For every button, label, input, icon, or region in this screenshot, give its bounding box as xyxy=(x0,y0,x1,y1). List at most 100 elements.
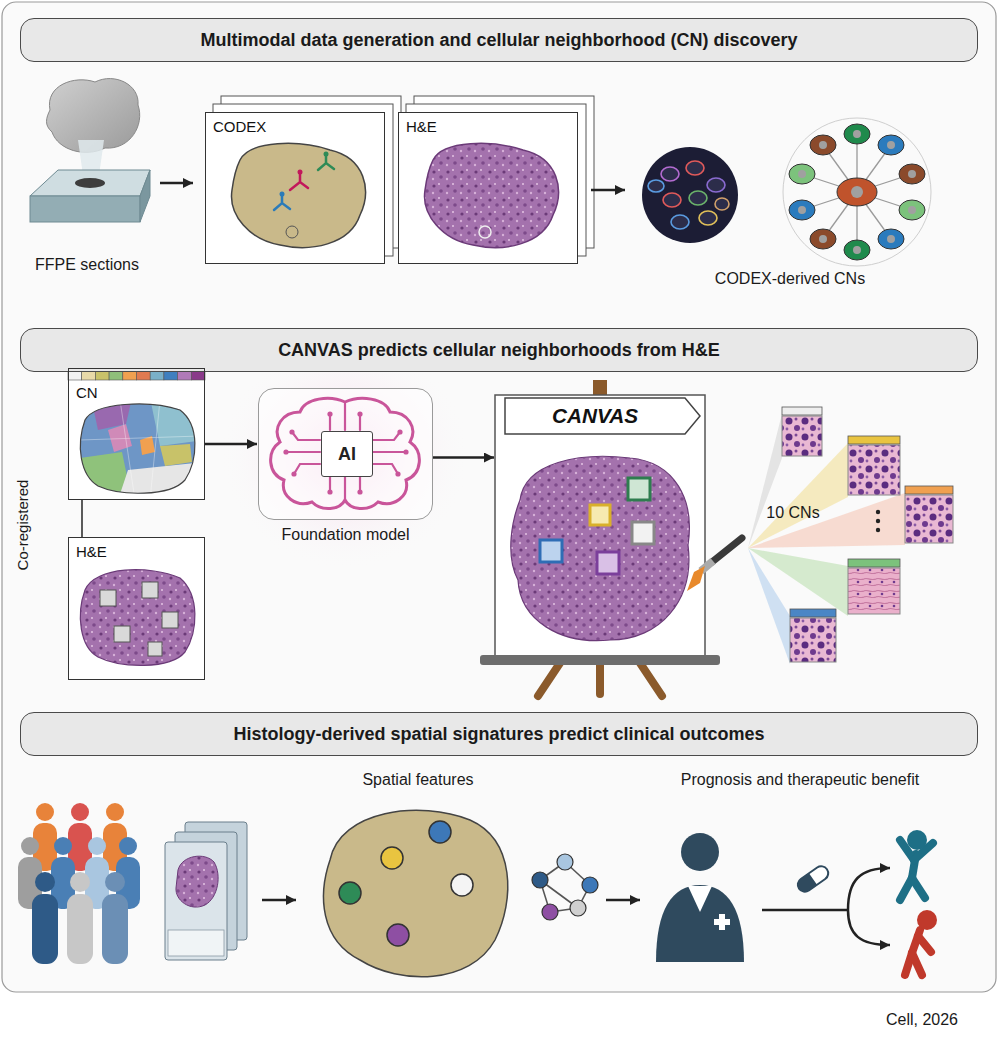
easel-part xyxy=(505,398,700,434)
cell-disc xyxy=(642,147,738,243)
pill-icon xyxy=(795,864,831,895)
neighborhood-wheel-part-part xyxy=(798,170,806,178)
cn-map-part-part-part xyxy=(150,400,160,500)
neighborhood-wheel-part-part xyxy=(789,164,815,184)
cn-card: CN xyxy=(68,368,205,500)
cn-map-part-part xyxy=(80,400,200,500)
cn-patches-part xyxy=(848,568,900,614)
he-stack-part xyxy=(425,143,559,247)
text-label: FFPE sections xyxy=(35,256,139,274)
neighborhood-wheel-part-part xyxy=(887,235,895,243)
easel-part xyxy=(511,456,690,640)
canvas-easel: CANVAS xyxy=(495,395,705,657)
non-responder-head xyxy=(917,910,937,930)
ffpe-illustration-part xyxy=(140,170,150,222)
brain-circuit xyxy=(258,388,433,520)
he-slide-part-part xyxy=(148,642,162,656)
neighborhood-wheel-part xyxy=(802,134,912,250)
spatial-graph-part-part xyxy=(582,877,598,893)
color-beams xyxy=(748,414,905,664)
neighborhood-wheel-part-part xyxy=(789,200,815,220)
non-responder-figure-part xyxy=(912,953,922,975)
easel-part xyxy=(480,655,720,665)
outcome-branch-part xyxy=(848,910,890,945)
easel-part xyxy=(632,522,654,544)
cn-map-part-part xyxy=(118,462,205,500)
ffpe-illustration xyxy=(30,79,150,222)
text-label: 10 CNs xyxy=(766,504,819,522)
neighborhood-wheel-part xyxy=(798,130,916,254)
neighborhood-wheel-part xyxy=(789,124,925,260)
text-label: CODEX-derived CNs xyxy=(715,270,865,288)
spatial-graph-part-part xyxy=(570,900,586,916)
brain-circuit-part-part xyxy=(357,489,362,494)
codex-stack-part xyxy=(324,152,329,157)
easel-part xyxy=(597,552,619,574)
neighborhood-wheel-part-part xyxy=(851,186,863,198)
color-beams-part xyxy=(748,548,790,664)
easel-part xyxy=(540,540,562,562)
neighborhood-wheel-part-part xyxy=(887,141,895,149)
easel-part-part xyxy=(538,660,562,696)
non-responder-figure-part xyxy=(918,936,931,952)
brain-circuit-part xyxy=(286,402,406,500)
ffpe-illustration-part xyxy=(30,196,140,222)
patient-group-part-part xyxy=(32,894,58,964)
neighborhood-wheel-part-part xyxy=(844,124,870,144)
node-label: CN xyxy=(76,384,98,401)
cell-disc-part xyxy=(661,167,679,181)
section-header: Multimodal data generation and cellular … xyxy=(20,18,978,62)
patient-group-part xyxy=(32,872,58,964)
patient-group-part-part xyxy=(54,837,72,855)
section-title: Histology-derived spatial signatures pre… xyxy=(233,724,764,745)
brain-circuit-part xyxy=(283,411,408,494)
cn-map-part-part-part xyxy=(120,400,135,500)
cell-disc-part xyxy=(648,180,664,192)
neighborhood-wheel-part-part xyxy=(810,135,836,155)
doctor-icon-part xyxy=(714,919,730,925)
flow-arrow xyxy=(433,456,494,459)
text-label: Co-registered xyxy=(14,480,31,571)
slide-stack-part xyxy=(176,856,218,907)
neighborhood-wheel-part-part xyxy=(844,240,870,260)
brain-circuit-part-part xyxy=(395,471,400,476)
he-card: H&E xyxy=(398,112,578,264)
cn-map-part xyxy=(80,404,195,493)
spatial-graph-part xyxy=(532,854,598,920)
neighborhood-wheel-part-part xyxy=(878,135,904,155)
patient-group-part-part xyxy=(105,872,125,892)
spatial-map-part xyxy=(324,810,508,976)
cn-patches-part xyxy=(905,486,953,494)
cell-disc-part xyxy=(689,191,707,205)
flow-arrow xyxy=(606,899,640,902)
text-label: Prognosis and therapeutic benefit xyxy=(681,771,919,789)
ai-glow xyxy=(220,340,470,570)
cn-map-part xyxy=(68,368,205,500)
brain-circuit-part-part xyxy=(403,449,408,454)
cell-disc-part xyxy=(686,161,704,175)
he-slide-part xyxy=(68,537,205,680)
he-slide-part-part xyxy=(114,626,130,642)
cn-map xyxy=(68,368,205,500)
he-stack-part xyxy=(398,112,578,264)
node-label: H&E xyxy=(76,543,107,560)
brain-circuit-part-part xyxy=(327,411,332,416)
paint-brush-part xyxy=(687,566,705,591)
neighborhood-wheel-part-part xyxy=(908,206,916,214)
patient-group-part-part xyxy=(88,837,106,855)
neighborhood-wheel-part-part xyxy=(798,206,806,214)
cn-patches-part xyxy=(782,407,822,415)
cn-patches-part xyxy=(848,445,900,495)
flow-arrow xyxy=(262,899,296,902)
easel-part-part xyxy=(638,660,662,696)
spatial-map-part-part xyxy=(387,924,409,946)
node-label: CANVAS xyxy=(505,398,685,434)
section-title: Multimodal data generation and cellular … xyxy=(200,30,797,51)
brain-circuit-part-part xyxy=(327,489,332,494)
ffpe-illustration-part xyxy=(75,178,105,188)
patient-group-part-part xyxy=(35,872,55,892)
brain-circuit-part-part xyxy=(291,471,296,476)
codex-stack xyxy=(205,96,401,264)
